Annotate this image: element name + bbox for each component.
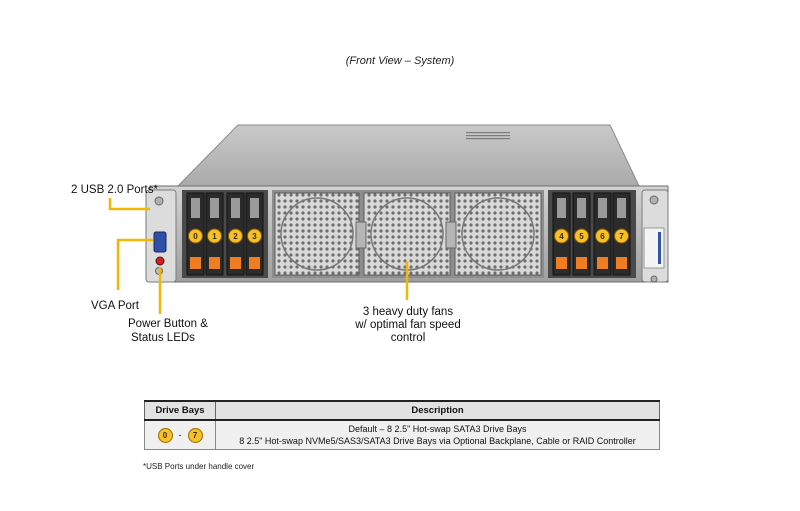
drive-release-tab (597, 257, 608, 269)
drive-bay-6: 6 (593, 192, 612, 276)
drive-release-tab (209, 257, 220, 269)
fan-1 (274, 192, 360, 276)
drive-bay-0: 0 (186, 192, 205, 276)
bay-number-badge (614, 228, 629, 244)
range-separator: - (178, 430, 182, 440)
bay-number-label: 3 (252, 232, 257, 241)
header-drive-bays: Drive Bays (144, 400, 216, 421)
footnote: *USB Ports under handle cover (143, 462, 255, 471)
fan-bank (272, 190, 544, 278)
bay-number-label: 6 (600, 232, 605, 241)
chassis-top (174, 124, 641, 189)
drive-bay-table: Drive Bays Description 0-7 Default – 8 2… (144, 400, 660, 450)
top-vent (466, 132, 510, 140)
fans-label: 3 heavy duty fans w/ optimal fan speed c… (320, 306, 496, 345)
drive-release-tab (190, 257, 201, 269)
fans-label-line1: 3 heavy duty fans (362, 306, 454, 318)
drive-release-tab (249, 257, 260, 269)
server-front-illustration: 0 1 2 3 4 5 6 7 (108, 124, 669, 314)
drive-bay-2: 2 (226, 192, 245, 276)
fan-3 (454, 192, 542, 276)
usb-ports-label: 2 USB 2.0 Ports* (71, 184, 158, 196)
bay-number-label: 4 (559, 232, 564, 241)
bay-number-label: 7 (619, 232, 624, 241)
bay-number-label: 1 (212, 232, 217, 241)
bay-end-badge: 7 (187, 427, 203, 443)
bay-number-badge (247, 228, 262, 244)
drive-bay-7: 7 (612, 192, 631, 276)
view-title: (Front View – System) (345, 55, 455, 67)
drive-bay-5: 5 (572, 192, 591, 276)
bay-number-badge (574, 228, 589, 244)
callout-lines (108, 198, 409, 314)
drive-bay-description: Default – 8 2.5" Hot-swap SATA3 Drive Ba… (215, 419, 660, 450)
bay-number-badge (207, 228, 222, 244)
vga-port-label: VGA Port (91, 300, 139, 312)
header-description: Description (215, 400, 660, 421)
bay-number-label: 5 (579, 232, 584, 241)
drive-bay-range: 0-7 (144, 419, 216, 450)
vga-connector (153, 231, 167, 253)
bay-number-label: 0 (193, 232, 198, 241)
drive-release-tab (556, 257, 567, 269)
drive-release-tab (230, 257, 241, 269)
drive-bay-3: 3 (245, 192, 264, 276)
fans-label-line2: w/ optimal fan speed (355, 319, 461, 331)
fans-label-line3: control (390, 332, 426, 344)
status-leds-label: Status LEDs (131, 332, 195, 344)
bay-number-badge (554, 228, 569, 244)
description-line2: 8 2.5" Hot-swap NVMe5/SAS3/SATA3 Drive B… (239, 436, 636, 446)
power-button (155, 256, 165, 266)
drive-release-tab (616, 257, 627, 269)
bay-number-label: 2 (233, 232, 238, 241)
description-line1: Default – 8 2.5" Hot-swap SATA3 Drive Ba… (348, 424, 527, 434)
table-header-row: Drive Bays Description (144, 400, 660, 421)
bay-start-badge: 0 (157, 427, 173, 443)
bay-number-badge (188, 228, 203, 244)
bay-number-badge (595, 228, 610, 244)
power-button-label: Power Button & (128, 318, 208, 330)
drive-bay-4: 4 (552, 192, 571, 276)
bay-number-badge (228, 228, 243, 244)
table-row: 0-7 Default – 8 2.5" Hot-swap SATA3 Driv… (144, 419, 660, 450)
drive-release-tab (576, 257, 587, 269)
drive-bay-1: 1 (205, 192, 224, 276)
